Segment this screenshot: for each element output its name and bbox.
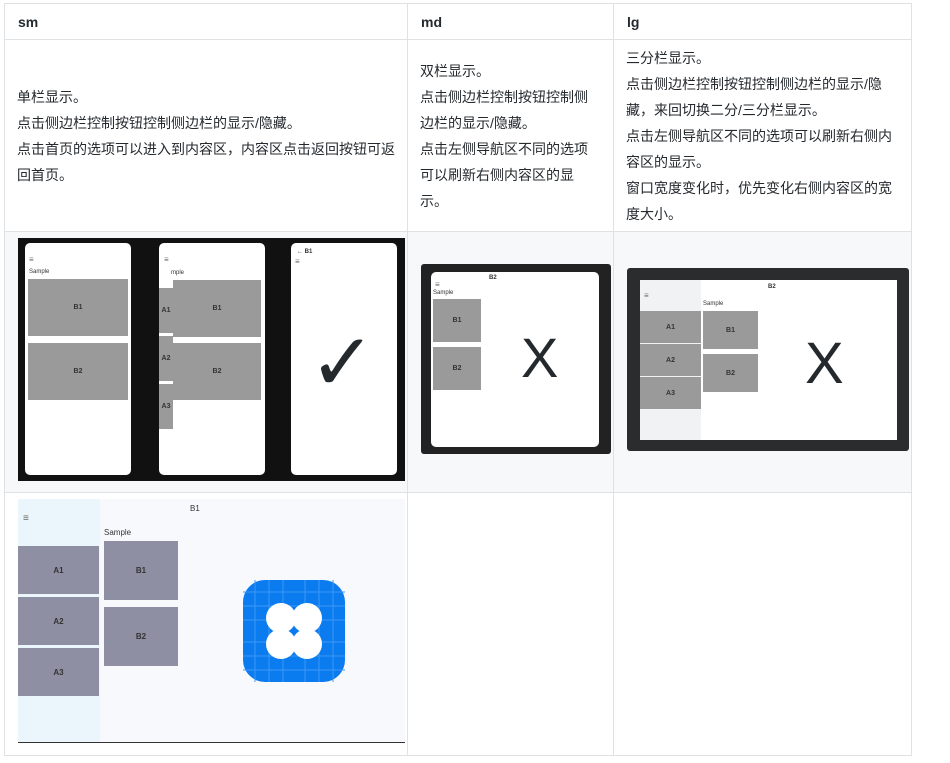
header-sm: sm [4, 3, 408, 40]
phone-home: ≡ Sample B1 B2 [25, 243, 131, 475]
mock-block: B2 [173, 343, 261, 400]
lg-preview-image: B2 ≡ Sample A1 A2 A3 B1 B2 X [627, 268, 909, 451]
mock-block: B1 [433, 299, 481, 342]
mock-text: Sample [433, 290, 454, 296]
header-lg: lg [613, 3, 912, 40]
mock-block: A2 [159, 336, 173, 381]
mock-title: B2 [768, 284, 776, 290]
check-icon: ✓ [309, 318, 377, 407]
header-row: sm md lg [4, 3, 912, 40]
desc-line: 点击首页的选项可以进入到内容区，内容区点击返回按钮可返回首页。 [17, 140, 395, 183]
tablet-screen: B2 ≡ Sample A1 A2 A3 B1 B2 X [640, 280, 897, 440]
mock-block: B2 [104, 607, 178, 666]
extra-row: B1 ≡ Sample A1 A2 A3 B1 B2 [4, 492, 912, 756]
desc-line: 窗口宽度变化时，优先变化右侧内容区的宽度大小。 [626, 179, 892, 222]
menu-icon: ≡ [644, 291, 649, 300]
mock-block: B1 [28, 279, 128, 336]
mock-text: Sample [29, 269, 50, 275]
mock-block: A2 [640, 344, 701, 376]
mock-block: A3 [640, 377, 701, 409]
mock-block: B1 [703, 311, 758, 349]
mock-block: A1 [18, 546, 99, 594]
md-preview-image: B2 ≡ Sample B1 B2 X [421, 264, 611, 454]
foldable-screen: B2 ≡ Sample B1 B2 X [431, 272, 599, 447]
desc-md: 双栏显示。 点击侧边栏控制按钮控制侧边栏的显示/隐藏。 点击左侧导航区不同的选项… [407, 39, 614, 232]
large-preview-cell: B1 ≡ Sample A1 A2 A3 B1 B2 [4, 492, 408, 756]
mock-block: B1 [104, 541, 178, 600]
mock-text: mple [171, 270, 185, 276]
desc-line: 点击左侧导航区不同的选项可以刷新右侧内容区的显示。 [420, 140, 588, 209]
description-row: 单栏显示。 点击侧边栏控制按钮控制侧边栏的显示/隐藏。 点击首页的选项可以进入到… [4, 39, 912, 232]
empty-cell [613, 492, 912, 756]
menu-icon: ≡ [164, 255, 169, 264]
desc-line: 单栏显示。 [17, 88, 87, 105]
desc-line: 点击侧边栏控制按钮控制侧边栏的显示/隐藏，来回切换二分/三分栏显示。 [626, 75, 882, 118]
mock-block: B2 [28, 343, 128, 400]
mock-block: A3 [18, 648, 99, 696]
mock-block: A1 [159, 288, 173, 333]
desc-line: 点击侧边栏控制按钮控制侧边栏的显示/隐藏。 [420, 88, 588, 131]
desc-line: 点击左侧导航区不同的选项可以刷新右侧内容区的显示。 [626, 127, 892, 170]
mock-text: Sample [104, 528, 132, 537]
app-icon-glyph [243, 580, 345, 682]
menu-icon: ≡ [435, 280, 440, 289]
mock-title: B2 [489, 275, 497, 281]
desc-sm: 单栏显示。 点击侧边栏控制按钮控制侧边栏的显示/隐藏。 点击首页的选项可以进入到… [4, 39, 408, 232]
mock-block: B2 [433, 347, 481, 390]
mock-block: B2 [703, 354, 758, 392]
desc-lg: 三分栏显示。 点击侧边栏控制按钮控制侧边栏的显示/隐藏，来回切换二分/三分栏显示… [613, 39, 912, 232]
large-preview-image: B1 ≡ Sample A1 A2 A3 B1 B2 [18, 499, 405, 743]
sm-preview-image: ≡ Sample B1 B2 ≡ mple B1 B2 A1 A2 A3 ← B… [18, 238, 405, 481]
lg-screenshot: B2 ≡ Sample A1 A2 A3 B1 B2 X [613, 231, 912, 493]
phone-sidebar: ≡ mple B1 B2 A1 A2 A3 [159, 243, 265, 475]
header-md: md [407, 3, 614, 40]
mock-block: B1 [173, 280, 261, 337]
mock-text: Sample [703, 301, 724, 307]
mock-block: A1 [640, 311, 701, 343]
app-icon [243, 580, 345, 682]
mock-block: A3 [159, 384, 173, 429]
menu-icon: ≡ [23, 513, 29, 524]
empty-cell [407, 492, 614, 756]
mock-title: B1 [190, 504, 200, 513]
mock-block: A2 [18, 597, 99, 645]
menu-icon: ≡ [295, 257, 300, 266]
desc-line: 三分栏显示。 [626, 49, 710, 66]
desc-line: 点击侧边栏控制按钮控制侧边栏的显示/隐藏。 [17, 114, 301, 131]
cross-icon: X [805, 331, 844, 396]
desc-line: 双栏显示。 [420, 62, 490, 79]
sm-screenshots: ≡ Sample B1 B2 ≡ mple B1 B2 A1 A2 A3 ← B… [4, 231, 408, 493]
layout-table: sm md lg 单栏显示。 点击侧边栏控制按钮控制侧边栏的显示/隐藏。 点击首… [4, 3, 912, 756]
menu-icon: ≡ [29, 255, 34, 264]
cross-icon: X [521, 326, 559, 389]
md-screenshot: B2 ≡ Sample B1 B2 X [407, 231, 614, 493]
phone-content: ← B1 ≡ ✓ [291, 243, 397, 475]
back-title: ← B1 [297, 249, 313, 255]
screenshot-row: ≡ Sample B1 B2 ≡ mple B1 B2 A1 A2 A3 ← B… [4, 231, 912, 493]
